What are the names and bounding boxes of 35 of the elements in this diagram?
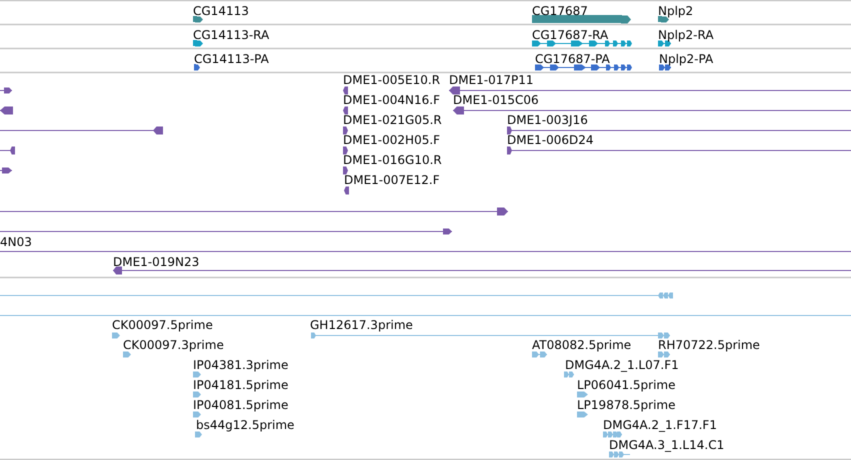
feature-label: CK00097.5prime (112, 318, 213, 332)
feature-label: RH70722.5prime (658, 338, 760, 352)
feature-label: DMG4A.2_1.L07.F1 (565, 358, 679, 372)
feature-label: CG14113-PA (194, 52, 269, 66)
feature-label: DME1-005E10.R (343, 73, 440, 87)
feature-label: DME1-021G05.R (343, 113, 442, 127)
feature-label: IP04381.3prime (193, 358, 288, 372)
feature-label: LP19878.5prime (577, 398, 676, 412)
feature-label: DME1-007E12.F (344, 173, 440, 187)
feature-label: bs44g12.5prime (196, 418, 294, 432)
feature-label: Nplp2-RA (658, 28, 714, 42)
feature-label: LP06041.5prime (577, 378, 676, 392)
feature-label: DMG4A.3_1.L14.C1 (609, 438, 724, 452)
feature-label: CK00097.3prime (123, 338, 224, 352)
feature-label: DME1-006D24 (507, 133, 594, 147)
feature-label: CG17687 (532, 4, 588, 18)
feature-label: Nplp2 (658, 4, 694, 18)
feature-label: 4N03 (0, 235, 32, 249)
feature-label: Nplp2-PA (659, 52, 714, 66)
feature-label: DME1-015C06 (453, 93, 539, 107)
feature-label: CG14113-RA (193, 28, 270, 42)
feature-label: DME1-017P11 (449, 73, 534, 87)
feature-label: GH12617.3prime (310, 318, 413, 332)
feature-label: IP04081.5prime (193, 398, 288, 412)
feature-label: DME1-016G10.R (343, 153, 442, 167)
feature-label: CG17687-RA (532, 28, 608, 42)
feature-label: DME1-019N23 (113, 255, 200, 269)
feature-label: AT08082.5prime (532, 338, 632, 352)
feature-label: CG14113 (193, 4, 249, 18)
feature-label: DME1-003J16 (507, 113, 588, 127)
feature-label: CG17687-PA (535, 52, 610, 66)
feature-label: IP04181.5prime (193, 378, 288, 392)
feature-label: DMG4A.2_1.F17.F1 (603, 418, 717, 432)
feature-label: DME1-004N16.F (343, 93, 440, 107)
feature-label: DME1-002H05.F (343, 133, 440, 147)
